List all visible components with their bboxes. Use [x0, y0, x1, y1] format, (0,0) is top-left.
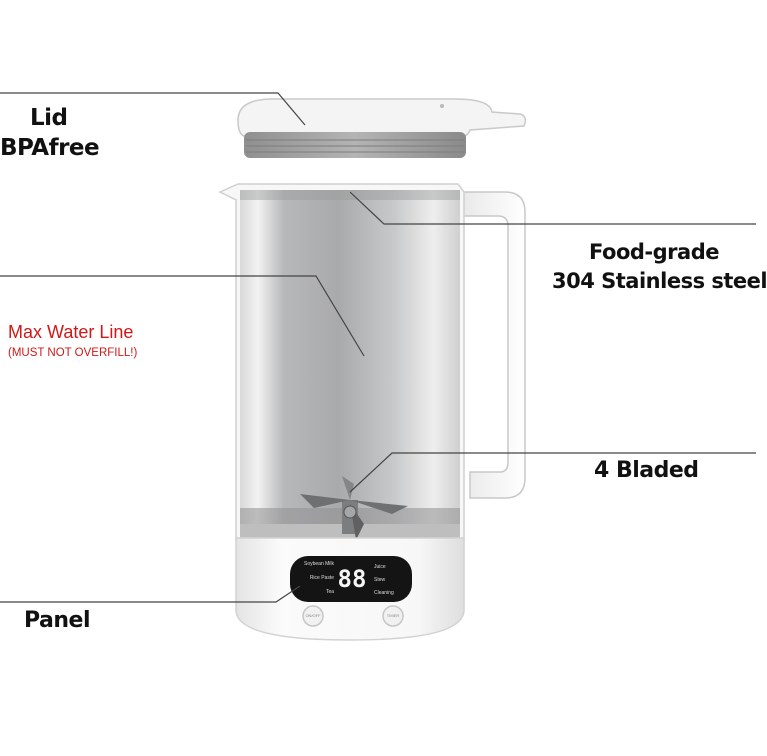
leader-lid: [0, 92, 306, 126]
steel-callout: Food-grade 304 Stainless steel: [552, 238, 767, 296]
base: [235, 537, 465, 641]
timer-button-label: TIMER: [386, 613, 400, 618]
handle: [461, 191, 526, 499]
lid: [237, 98, 527, 158]
leader-steel: [349, 191, 756, 225]
mode-left-1: Soybean Milk: [304, 561, 335, 567]
panel-callout: Panel: [24, 608, 91, 633]
water-line-callout: Max Water Line (MUST NOT OVERFILL!): [8, 320, 137, 362]
blade-callout: 4 Bladed: [594, 458, 699, 483]
leader-blade: [349, 452, 756, 493]
blade-assembly: [300, 476, 408, 540]
steel-label-2: 304 Stainless steel: [552, 269, 767, 293]
mode-left-2: Rice Paste: [309, 575, 334, 581]
lid-material-callout: BPAfree: [0, 134, 100, 163]
lid-callout: Lid: [30, 104, 68, 133]
digit-display: 88: [337, 565, 367, 593]
display-panel: Soybean Milk Rice Paste Tea 88 Juice Ste…: [290, 556, 412, 602]
jug-body: [218, 183, 465, 541]
mode-right-1: Juice: [374, 564, 386, 570]
steel-label-1: Food-grade: [589, 240, 719, 264]
mode-right-2: Stew: [374, 577, 386, 583]
leader-lines: [0, 92, 756, 603]
leader-panel: [0, 585, 301, 603]
lid-label: Lid: [30, 105, 68, 131]
mode-right-3: Cleaning: [374, 590, 394, 596]
water-line-warning: (MUST NOT OVERFILL!): [8, 347, 138, 359]
leader-water: [0, 275, 365, 357]
power-button-label: ON/OFF: [305, 613, 321, 618]
mode-left-3: Tea: [325, 589, 334, 595]
lid-material-label: BPAfree: [0, 135, 100, 161]
water-line-label: Max Water Line: [8, 322, 134, 342]
